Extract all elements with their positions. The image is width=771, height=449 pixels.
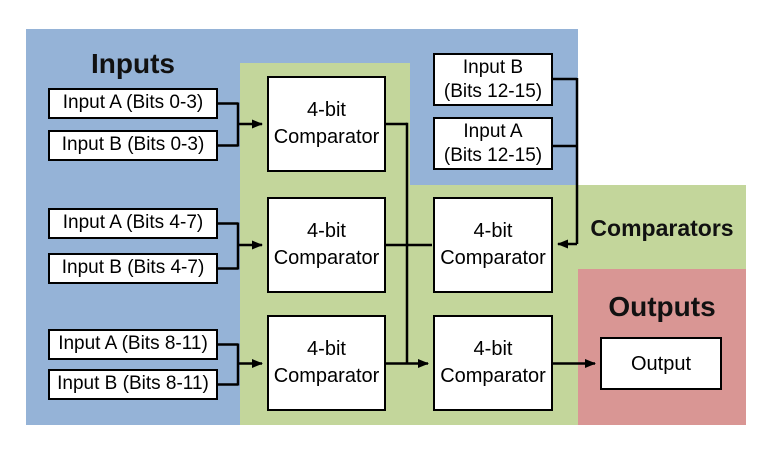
input-b-bits-8-11-label: Input B (Bits 8-11): [57, 373, 209, 395]
inputs-region-top-strip: [240, 29, 410, 63]
comparators-region-far-right: [578, 185, 746, 269]
input-b-bits-12-15-line2: (Bits 12-15): [443, 80, 543, 102]
input-a-bits-12-15-line2: (Bits 12-15): [443, 144, 543, 166]
input-b-bits-12-15-line1: Input B: [462, 56, 524, 78]
comparator-final-line1: 4-bit: [473, 338, 513, 360]
comparator-bits-4-7-line2: Comparator: [273, 247, 380, 269]
inputs-title: Inputs: [91, 48, 175, 79]
input-b-bits-0-3-box: Input B (Bits 0-3): [48, 130, 218, 161]
comparator-bits-8-11-line2: Comparator: [273, 365, 380, 387]
comparator-bits-4-7-box: 4-bit Comparator: [267, 197, 386, 293]
input-b-bits-4-7-label: Input B (Bits 4-7): [61, 257, 205, 279]
input-a-bits-12-15-line1: Input A: [463, 120, 523, 142]
comparator-bits-4-7-line1: 4-bit: [307, 220, 346, 242]
input-a-bits-8-11-box: Input A (Bits 8-11): [48, 329, 218, 360]
comparator-bits-8-11-line1: 4-bit: [307, 338, 346, 360]
input-a-bits-0-3-box: Input A (Bits 0-3): [48, 88, 218, 119]
input-a-bits-0-3-label: Input A (Bits 0-3): [62, 92, 204, 114]
input-a-bits-8-11-label: Input A (Bits 8-11): [58, 333, 208, 355]
comparator-bits-12-15-line1: 4-bit: [473, 220, 513, 242]
input-b-bits-12-15-box: Input B (Bits 12-15): [433, 53, 553, 106]
comparator-final-box: 4-bit Comparator: [433, 315, 553, 411]
outputs-title: Outputs: [608, 291, 716, 322]
comparator-bits-0-3-line1: 4-bit: [307, 99, 346, 121]
output-label: Output: [630, 352, 692, 375]
comparator-bits-8-11-box: 4-bit Comparator: [267, 315, 386, 411]
input-a-bits-4-7-label: Input A (Bits 4-7): [62, 212, 204, 234]
input-b-bits-0-3-label: Input B (Bits 0-3): [61, 134, 205, 156]
input-a-bits-12-15-box: Input A (Bits 12-15): [433, 117, 553, 170]
comparator-bits-0-3-box: 4-bit Comparator: [267, 76, 386, 172]
comparator-bits-0-3-line2: Comparator: [273, 126, 380, 148]
input-b-bits-8-11-box: Input B (Bits 8-11): [48, 369, 218, 400]
input-a-bits-4-7-box: Input A (Bits 4-7): [48, 208, 218, 239]
comparator-bits-12-15-box: 4-bit Comparator: [433, 197, 553, 293]
comparators-title: Comparators: [590, 215, 734, 241]
comparator-bits-12-15-line2: Comparator: [440, 247, 546, 269]
comparator-final-line2: Comparator: [440, 365, 546, 387]
input-b-bits-4-7-box: Input B (Bits 4-7): [48, 253, 218, 284]
output-box: Output: [600, 337, 722, 390]
